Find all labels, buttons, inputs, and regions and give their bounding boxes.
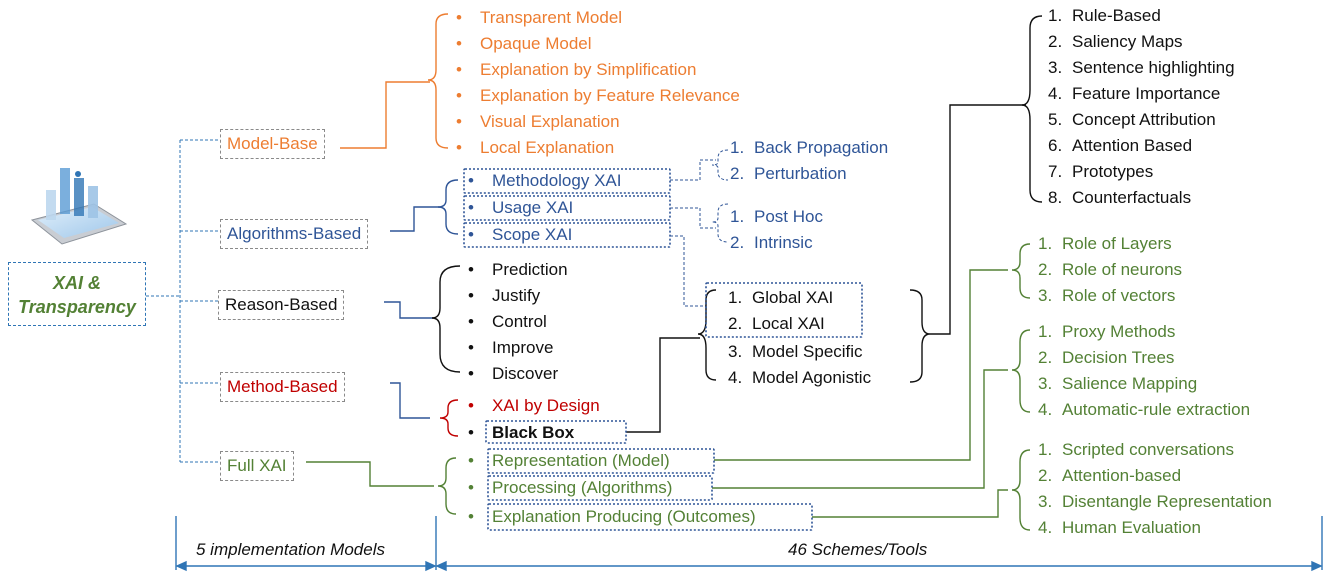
model-base-item: •Opaque Model <box>456 34 592 53</box>
tool-item: 2.Saliency Maps <box>1048 32 1183 51</box>
processing-sub-item: 4.Automatic-rule extraction <box>1038 400 1251 419</box>
tool-item: 3.Sentence highlighting <box>1048 58 1235 77</box>
method-item: •XAI by Design <box>468 396 600 415</box>
model-base-item: •Explanation by Simplification <box>456 60 697 79</box>
explanation-sub-item: 1.Scripted conversations <box>1038 440 1234 459</box>
reason-item: •Justify <box>468 286 541 305</box>
scope-sub-item: 2.Local XAI <box>728 314 825 333</box>
methodology-sub-item: 2.Perturbation <box>730 164 847 183</box>
footer-implementation-models: 5 implementation Models <box>196 540 385 559</box>
scope-sub-item: 1.Global XAI <box>728 288 834 307</box>
methodology-sub-item: 1.Back Propagation <box>730 138 889 157</box>
category-method-based: Method-Based <box>220 372 345 402</box>
full-xai-item: •Representation (Model) <box>468 451 670 470</box>
reason-item: •Discover <box>468 364 559 383</box>
algorithms-item: •Methodology XAI <box>468 171 622 190</box>
footer-schemes-tools: 46 Schemes/Tools <box>788 540 928 559</box>
method-item: •Black Box <box>468 423 575 442</box>
root-line2: Transparency <box>18 297 136 317</box>
tool-item: 6.Attention Based <box>1048 136 1193 155</box>
processing-sub-item: 2.Decision Trees <box>1038 348 1175 367</box>
usage-sub-item: 2.Intrinsic <box>730 233 813 252</box>
reason-item: •Control <box>468 312 547 331</box>
tablet-with-charts-icon <box>22 160 132 252</box>
reason-item: •Improve <box>468 338 554 357</box>
usage-sub-item: 1.Post Hoc <box>730 207 823 226</box>
algorithms-item: •Usage XAI <box>468 198 574 217</box>
tool-item: 5.Concept Attribution <box>1048 110 1216 129</box>
tool-item: 7.Prototypes <box>1048 162 1154 181</box>
tool-item: 8.Counterfactuals <box>1048 188 1192 207</box>
scope-sub-item: 4.Model Agonistic <box>728 368 872 387</box>
root-node: XAI & Transparency <box>8 262 146 326</box>
explanation-sub-item: 2.Attention-based <box>1038 466 1182 485</box>
model-base-item: •Local Explanation <box>456 138 615 157</box>
explanation-sub-item: 4.Human Evaluation <box>1038 518 1201 537</box>
representation-sub-item: 1.Role of Layers <box>1038 234 1172 253</box>
explanation-sub-item: 3.Disentangle Representation <box>1038 492 1272 511</box>
scope-sub-item: 3.Model Specific <box>728 342 863 361</box>
category-algorithms-based: Algorithms-Based <box>220 219 369 249</box>
representation-sub-item: 2.Role of neurons <box>1038 260 1183 279</box>
model-base-item: •Visual Explanation <box>456 112 620 131</box>
representation-sub-item: 3.Role of vectors <box>1038 286 1176 305</box>
full-xai-item: •Explanation Producing (Outcomes) <box>468 507 756 526</box>
reason-item: •Prediction <box>468 260 568 279</box>
full-xai-item: •Processing (Algorithms) <box>468 478 673 497</box>
model-base-item: •Explanation by Feature Relevance <box>456 86 740 105</box>
model-base-item: •Transparent Model <box>456 8 623 27</box>
tool-item: 4.Feature Importance <box>1048 84 1221 103</box>
category-full-xai: Full XAI <box>220 451 294 481</box>
root-line1: XAI & <box>52 273 101 293</box>
processing-sub-item: 1.Proxy Methods <box>1038 322 1176 341</box>
tool-item: 1.Rule-Based <box>1048 6 1161 25</box>
category-reason-based: Reason-Based <box>218 290 345 320</box>
category-model-base: Model-Base <box>220 129 325 159</box>
processing-sub-item: 3.Salience Mapping <box>1038 374 1198 393</box>
algorithms-item: •Scope XAI <box>468 225 573 244</box>
